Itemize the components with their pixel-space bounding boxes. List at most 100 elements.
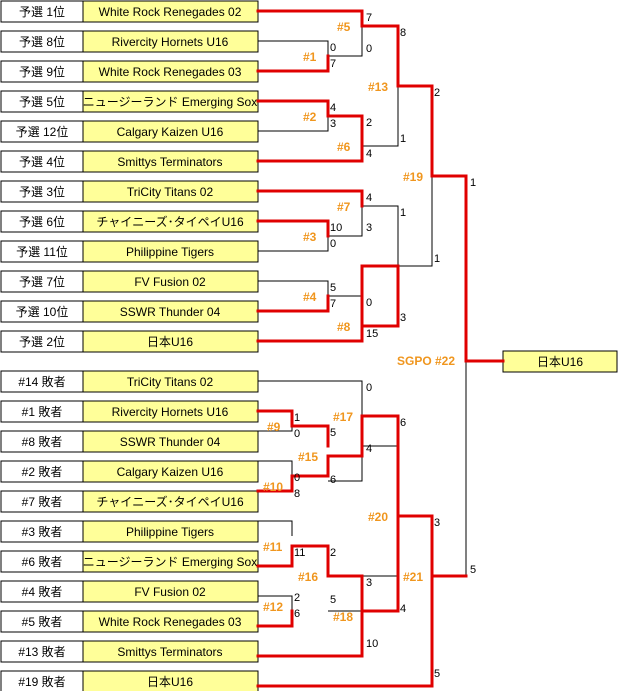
game-label: #13 — [368, 80, 388, 94]
slot: 予選 3位 TriCity Titans 02 — [0, 180, 259, 203]
score: 3 — [330, 118, 336, 130]
team-name: 日本U16 — [147, 675, 193, 689]
score: 2 — [434, 87, 440, 99]
champion-name: 日本U16 — [537, 355, 583, 369]
score: 3 — [366, 222, 372, 234]
seed-label: #5 敗者 — [22, 614, 63, 629]
score: 8 — [294, 488, 300, 500]
seed-label: 予選 1位 — [19, 4, 65, 19]
game-label: #15 — [298, 450, 318, 464]
score: 6 — [400, 417, 406, 429]
team-name: Philippine Tigers — [126, 525, 214, 539]
slot: 予選 5位 ニュージーランド Emerging Sox — [0, 90, 259, 113]
score: 0 — [330, 238, 336, 250]
slot: 予選 11位 Philippine Tigers — [0, 240, 259, 263]
score: 15 — [366, 328, 378, 340]
team-name: FV Fusion 02 — [134, 275, 206, 289]
seed-label: 予選 2位 — [19, 334, 65, 349]
score: 3 — [366, 577, 372, 589]
score: 2 — [330, 547, 336, 559]
team-name: TriCity Titans 02 — [127, 185, 214, 199]
slot: #4 敗者 FV Fusion 02 — [0, 580, 259, 603]
score: 5 — [330, 282, 336, 294]
score: 0 — [294, 428, 300, 440]
slot: 予選 8位 Rivercity Hornets U16 — [0, 30, 259, 53]
score: 0 — [366, 43, 372, 55]
champion-slot: 日本U16 — [502, 350, 618, 373]
seed-label: #3 敗者 — [22, 524, 63, 539]
team-name: Smittys Terminators — [117, 645, 222, 659]
seed-label: #19 敗者 — [18, 674, 65, 689]
slot: #7 敗者 チャイニーズ･タイペイU16 — [0, 490, 259, 513]
game-label: #8 — [337, 320, 351, 334]
scores: 7 0 0 7 8 4 3 2 1 4 2 4 1 10 3 0 5 7 0 1… — [294, 12, 476, 680]
bracket-lines — [256, 9, 505, 688]
score: 2 — [366, 117, 372, 129]
game-label: #3 — [303, 230, 317, 244]
slot: #13 敗者 Smittys Terminators — [0, 640, 259, 663]
team-name: FV Fusion 02 — [134, 585, 206, 599]
game-label: #11 — [263, 540, 283, 554]
score: 6 — [330, 474, 336, 486]
slot: 予選 2位 日本U16 — [0, 330, 259, 353]
game-label: #20 — [368, 510, 388, 524]
game-label: #9 — [267, 420, 281, 434]
team-name: チャイニーズ･タイペイU16 — [96, 214, 244, 229]
team-name: Calgary Kaizen U16 — [117, 125, 224, 139]
score: 0 — [330, 42, 336, 54]
score: 7 — [366, 12, 372, 24]
score: 7 — [330, 298, 336, 310]
score: 11 — [294, 547, 305, 559]
seed-label: 予選 8位 — [19, 34, 65, 49]
game-label: #2 — [303, 110, 317, 124]
score: 5 — [330, 427, 336, 439]
seed-label: #7 敗者 — [22, 494, 63, 509]
seed-label: #1 敗者 — [22, 404, 63, 419]
slot: 予選 12位 Calgary Kaizen U16 — [0, 120, 259, 143]
slot: #2 敗者 Calgary Kaizen U16 — [0, 460, 259, 483]
seed-label: 予選 4位 — [19, 154, 65, 169]
team-name: 日本U16 — [147, 335, 193, 349]
score: 5 — [434, 668, 440, 680]
team-name: TriCity Titans 02 — [127, 375, 214, 389]
team-name: Calgary Kaizen U16 — [117, 465, 224, 479]
game-label: #16 — [298, 570, 318, 584]
seed-label: #13 敗者 — [18, 644, 65, 659]
seed-label: 予選 6位 — [19, 214, 65, 229]
seed-label: 予選 9位 — [19, 64, 65, 79]
game-label: #7 — [337, 200, 351, 214]
game-label: #18 — [333, 610, 353, 624]
seed-label: 予選 7位 — [19, 274, 65, 289]
seed-label: 予選 3位 — [19, 184, 65, 199]
slot: 予選 4位 Smittys Terminators — [0, 150, 259, 173]
team-name: SSWR Thunder 04 — [120, 305, 221, 319]
slot: 予選 7位 FV Fusion 02 — [0, 270, 259, 293]
score: 1 — [434, 253, 440, 265]
score: 4 — [366, 443, 372, 455]
slot: #5 敗者 White Rock Renegades 03 — [0, 610, 259, 633]
seed-label: #14 敗者 — [18, 374, 65, 389]
score: 0 — [366, 382, 372, 394]
score: 7 — [330, 58, 336, 70]
game-label: #17 — [333, 410, 353, 424]
seed-label: #8 敗者 — [22, 434, 63, 449]
score: 5 — [470, 564, 476, 576]
slot: 予選 1位 White Rock Renegades 02 — [0, 0, 259, 23]
game-label: #12 — [263, 600, 283, 614]
seed-label: 予選 5位 — [19, 94, 65, 109]
score: 10 — [366, 638, 378, 650]
game-label: #5 — [337, 20, 351, 34]
slot: 予選 10位 SSWR Thunder 04 — [0, 300, 259, 323]
score: 2 — [294, 592, 300, 604]
game-label: #19 — [403, 170, 423, 184]
slot: 予選 6位 チャイニーズ･タイペイU16 — [0, 210, 259, 233]
slot: #14 敗者 TriCity Titans 02 — [0, 370, 259, 393]
seed-label: #2 敗者 — [22, 464, 63, 479]
score: 6 — [294, 608, 300, 620]
slot: 予選 9位 White Rock Renegades 03 — [0, 60, 259, 83]
score: 10 — [330, 222, 342, 234]
slot: #6 敗者 ニュージーランド Emerging Sox — [0, 550, 259, 573]
score: 0 — [366, 297, 372, 309]
game-numbers: #1 #2 #3 #4 #5 #6 #7 #8 #9 #10 #11 #12 #… — [263, 20, 455, 624]
